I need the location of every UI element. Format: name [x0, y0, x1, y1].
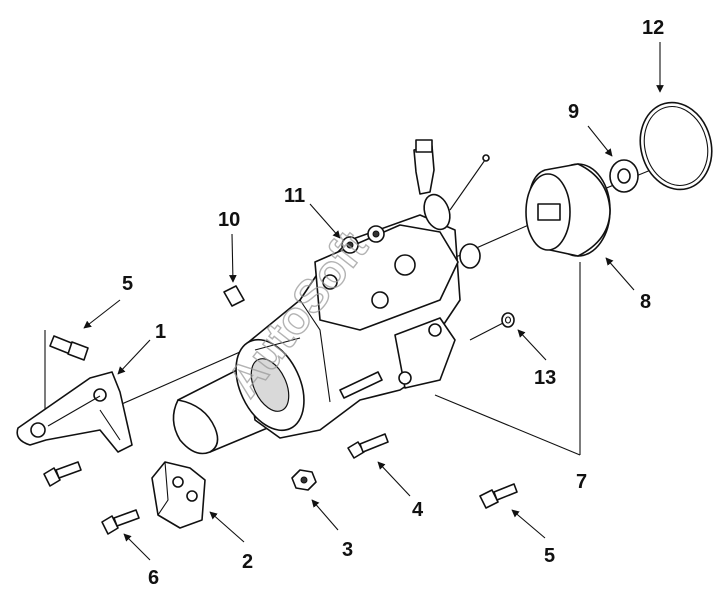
drive-gear [525, 163, 611, 257]
callout-13: 13 [534, 367, 556, 389]
set-screw [223, 285, 245, 307]
callout-10: 10 [218, 209, 240, 231]
callout-labels: 1 2 3 4 5 5 6 7 8 9 10 11 12 13 [122, 17, 664, 589]
callout-arrows [83, 42, 664, 561]
lock-nut [609, 159, 639, 193]
washer [501, 312, 515, 328]
callout-6: 6 [148, 567, 159, 589]
callout-7: 7 [576, 471, 587, 493]
callout-9: 9 [568, 101, 579, 123]
callout-8: 8 [640, 291, 651, 313]
callout-5-lower: 5 [544, 545, 555, 567]
group-7-leader [434, 262, 581, 456]
bolt-part-4 [347, 433, 389, 459]
callout-3: 3 [342, 539, 353, 561]
o-ring [639, 101, 713, 191]
bolt-part-5-lower [479, 483, 518, 509]
callout-11: 11 [284, 185, 305, 207]
pump-body [172, 139, 490, 455]
bolt-part-5-upper [49, 335, 89, 361]
callout-2: 2 [242, 551, 253, 573]
bolt-part-6 [43, 461, 140, 535]
callout-4: 4 [412, 499, 424, 521]
callout-1: 1 [155, 321, 166, 343]
bracket-block [151, 461, 206, 529]
callout-12: 12 [642, 17, 664, 39]
nut-part-3 [291, 469, 317, 491]
mounting-bracket [16, 371, 133, 453]
callout-5-upper: 5 [122, 273, 133, 295]
